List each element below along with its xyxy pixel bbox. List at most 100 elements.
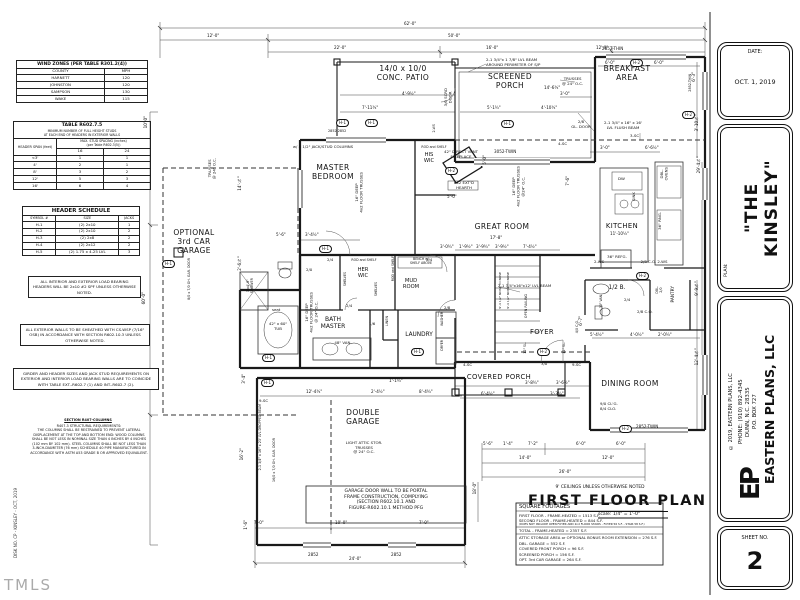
header-symbol-h2: H-2 (630, 59, 643, 67)
dim: 1'-4" (503, 441, 513, 446)
dim: 8'-4¾" (419, 389, 433, 394)
sheet-number-label: SHEET NO. (741, 535, 769, 541)
annotation-open-railing: OPEN RAILING (524, 294, 528, 319)
dim: 6'-4½" (481, 391, 495, 396)
annotation-lvl-beam-sp: 2-1 3/4"x 1 7/8" LVL BEAM AROUND PERIMET… (486, 57, 541, 67)
door-label-2-4: 2/4 (426, 257, 433, 262)
load-bearing-headers-note: ALL INTERIOR AND EXTERIOR LOAD BEARING H… (28, 276, 141, 298)
dim: 3'-8¾" (525, 380, 539, 385)
annotation-washer: WASHER (440, 312, 444, 326)
wind-zones-title: WIND ZONES (PER TABLE R301.2(4)) (16, 60, 148, 69)
dim: 10'-0" (335, 520, 348, 525)
dim-overall-depth: 60'-0" (141, 292, 146, 305)
annotation-seat: seat (272, 307, 281, 312)
annotation-garage-door-16: 16/0 x 7/0 OH. GAR. DOOR (272, 438, 276, 483)
dim: 6'-3" (691, 72, 696, 82)
header-symbol-h1: H-1 (261, 379, 274, 387)
header-symbol-h2: H-2 (619, 425, 632, 433)
marker-4sc: 4-SC (558, 141, 568, 146)
dim: 5'-0" (482, 155, 487, 165)
dim: 7'-0" (254, 520, 264, 525)
dim: 2'-0¼" (658, 332, 672, 337)
square-footages-title: SQUARE FOOTAGES (519, 504, 571, 510)
window-label-2852: 2852 (308, 552, 319, 557)
dim: 7'-2" (528, 441, 538, 446)
door-label-2-4: 2/4 (346, 303, 353, 308)
dim: 5'-6" (483, 441, 493, 446)
company-box: EASTERN PLANS, LLC P.O. BOX 727 DUNN, N.… (717, 296, 793, 522)
wind-col-mph: MPH (104, 67, 148, 76)
annotation-lvl-beam-12: 2-1 3/4"x16"x12' LVL BEAM (498, 283, 552, 288)
dim: 3'-9¾" (476, 244, 490, 249)
annotation-shower: 3'x4'-8" SHOWER (246, 278, 255, 294)
date-box: DATE: OCT. 1, 2019 (717, 42, 793, 120)
room-label-master: MASTER BEDROOM (312, 163, 354, 181)
dim: 7'-0" (419, 520, 429, 525)
header-symbol-h1: H-1 (162, 260, 175, 268)
date-label: DATE: (747, 49, 763, 55)
room-label-bath-master: BATH MASTER (320, 316, 346, 331)
dim: 16'-0" (486, 45, 499, 50)
annotation-jack-stud: w/ 4 1/2" JACK/STUD COLUMNS (292, 144, 354, 149)
annotation-floor-trusses-master: 16" DEEP 4x2 FLOOR TRUSSES (354, 172, 364, 213)
scale-note: scale: 1/4" = 1'-0" (598, 512, 640, 517)
annotation-shelves: SHELVES (374, 282, 378, 297)
dim: 7'-6" (565, 176, 570, 186)
header-symbol-h1: H-1 (336, 119, 349, 127)
first-floor-plan-title: FIRST FLOOR PLAN (528, 493, 707, 509)
dim: 4'-9½" (402, 91, 416, 96)
dim: 4'-10¾" (541, 105, 558, 110)
sqft-first-floor: FIRST FLOOR - FRAME-HEATED = 1513 S.F. (519, 512, 600, 518)
room-label-great-room: GREAT ROOM (474, 222, 530, 231)
door-label-glass-door: 2/8 GL. DOOR (571, 119, 591, 129)
sheet-number: 2 (746, 547, 764, 575)
dim: 3'-3¾" (550, 391, 564, 396)
door-label-1-6: 1/6 (369, 321, 376, 326)
dim: 14'-¾" (237, 176, 242, 191)
ep-logo: EP (736, 469, 766, 500)
header-symbol-h2: H-2 (537, 348, 550, 356)
sqft-second-floor: SECOND FLOOR - FRAME-HEATED = 844 S.F. (519, 517, 603, 523)
dim: 6'-0" (605, 60, 615, 65)
dim: 11'-10½" (610, 231, 629, 236)
dim: 50'-0" (448, 33, 461, 38)
dim: 3'-6½" (556, 380, 570, 385)
room-label-opt-garage: OPTIONAL 3rd CAR GARAGE (173, 228, 215, 255)
date-value: OCT. 1, 2019 (734, 78, 776, 86)
annotation-linen: LINEN (385, 316, 389, 327)
girder-note: GIRDER AND HEADER SIZES AND JACK STUD RE… (13, 368, 159, 390)
window-label-2852-thin: 2852-THIN (602, 46, 624, 51)
header-schedule-title: HEADER SCHEDULE (22, 206, 140, 216)
annotation-range: 36" RNG. (657, 212, 662, 230)
marker-2ws: 2-WS (432, 124, 436, 133)
dim: 7'-11¾" (362, 105, 379, 110)
annotation-rod-shelf-her: ROD and SHELF (351, 258, 377, 262)
annotation-bench: BENCH w/ SHELF ABOVE (409, 257, 432, 265)
room-label-his-wic: HIS WIC (423, 152, 435, 165)
annotation-ceiling-closet: 9/0 CL'G. 8/4 CLO. (600, 401, 618, 411)
ceiling-note: 9' CEILINGS UNLESS OTHERWISE NOTED (555, 485, 645, 490)
header-symbol-h2: H-2 (636, 272, 649, 280)
window-label-3052-twin: 3052-TWIN (494, 149, 517, 154)
sqft-attic: ATTIC STORAGE AREA or OPTIONAL BONUS ROO… (519, 535, 658, 540)
sqft-screened-porch: SCREENED PORCH = 156 S.F. (519, 551, 575, 557)
dim: 3'-9½" (495, 244, 509, 249)
sqft-exclusion-note: (DOES NOT INCLUDE OPEN FOYER AND 2nd FLO… (519, 522, 645, 526)
dim: 6'-6½" (645, 145, 659, 150)
marker-9sc: 9-SC (572, 362, 582, 367)
plan-label: PLAN: (724, 263, 729, 277)
stud-sub-24: 24 (102, 147, 152, 156)
annotation-nose-to-nose: 9'-4 1/2" NOSE TO NOSE (506, 272, 510, 309)
dim: 1'-6" (243, 520, 248, 530)
disk-number-note: DISK NO. CP - KINSLEY - OCT, 2019 (13, 487, 18, 558)
annotation-tub: 42" x 60" TUB (268, 321, 288, 331)
door-label-2-4: 2/4 (624, 297, 631, 302)
door-label-sidelight: 12" SL. (523, 342, 527, 354)
header-schedule-table: HEADER SCHEDULE SYMBOL # SIZE JACKS H-1(… (21, 206, 140, 257)
annotation-attic-trusses: LIGHT ATTIC STOR. TRUSSES @ 24" O.C. (345, 440, 383, 455)
